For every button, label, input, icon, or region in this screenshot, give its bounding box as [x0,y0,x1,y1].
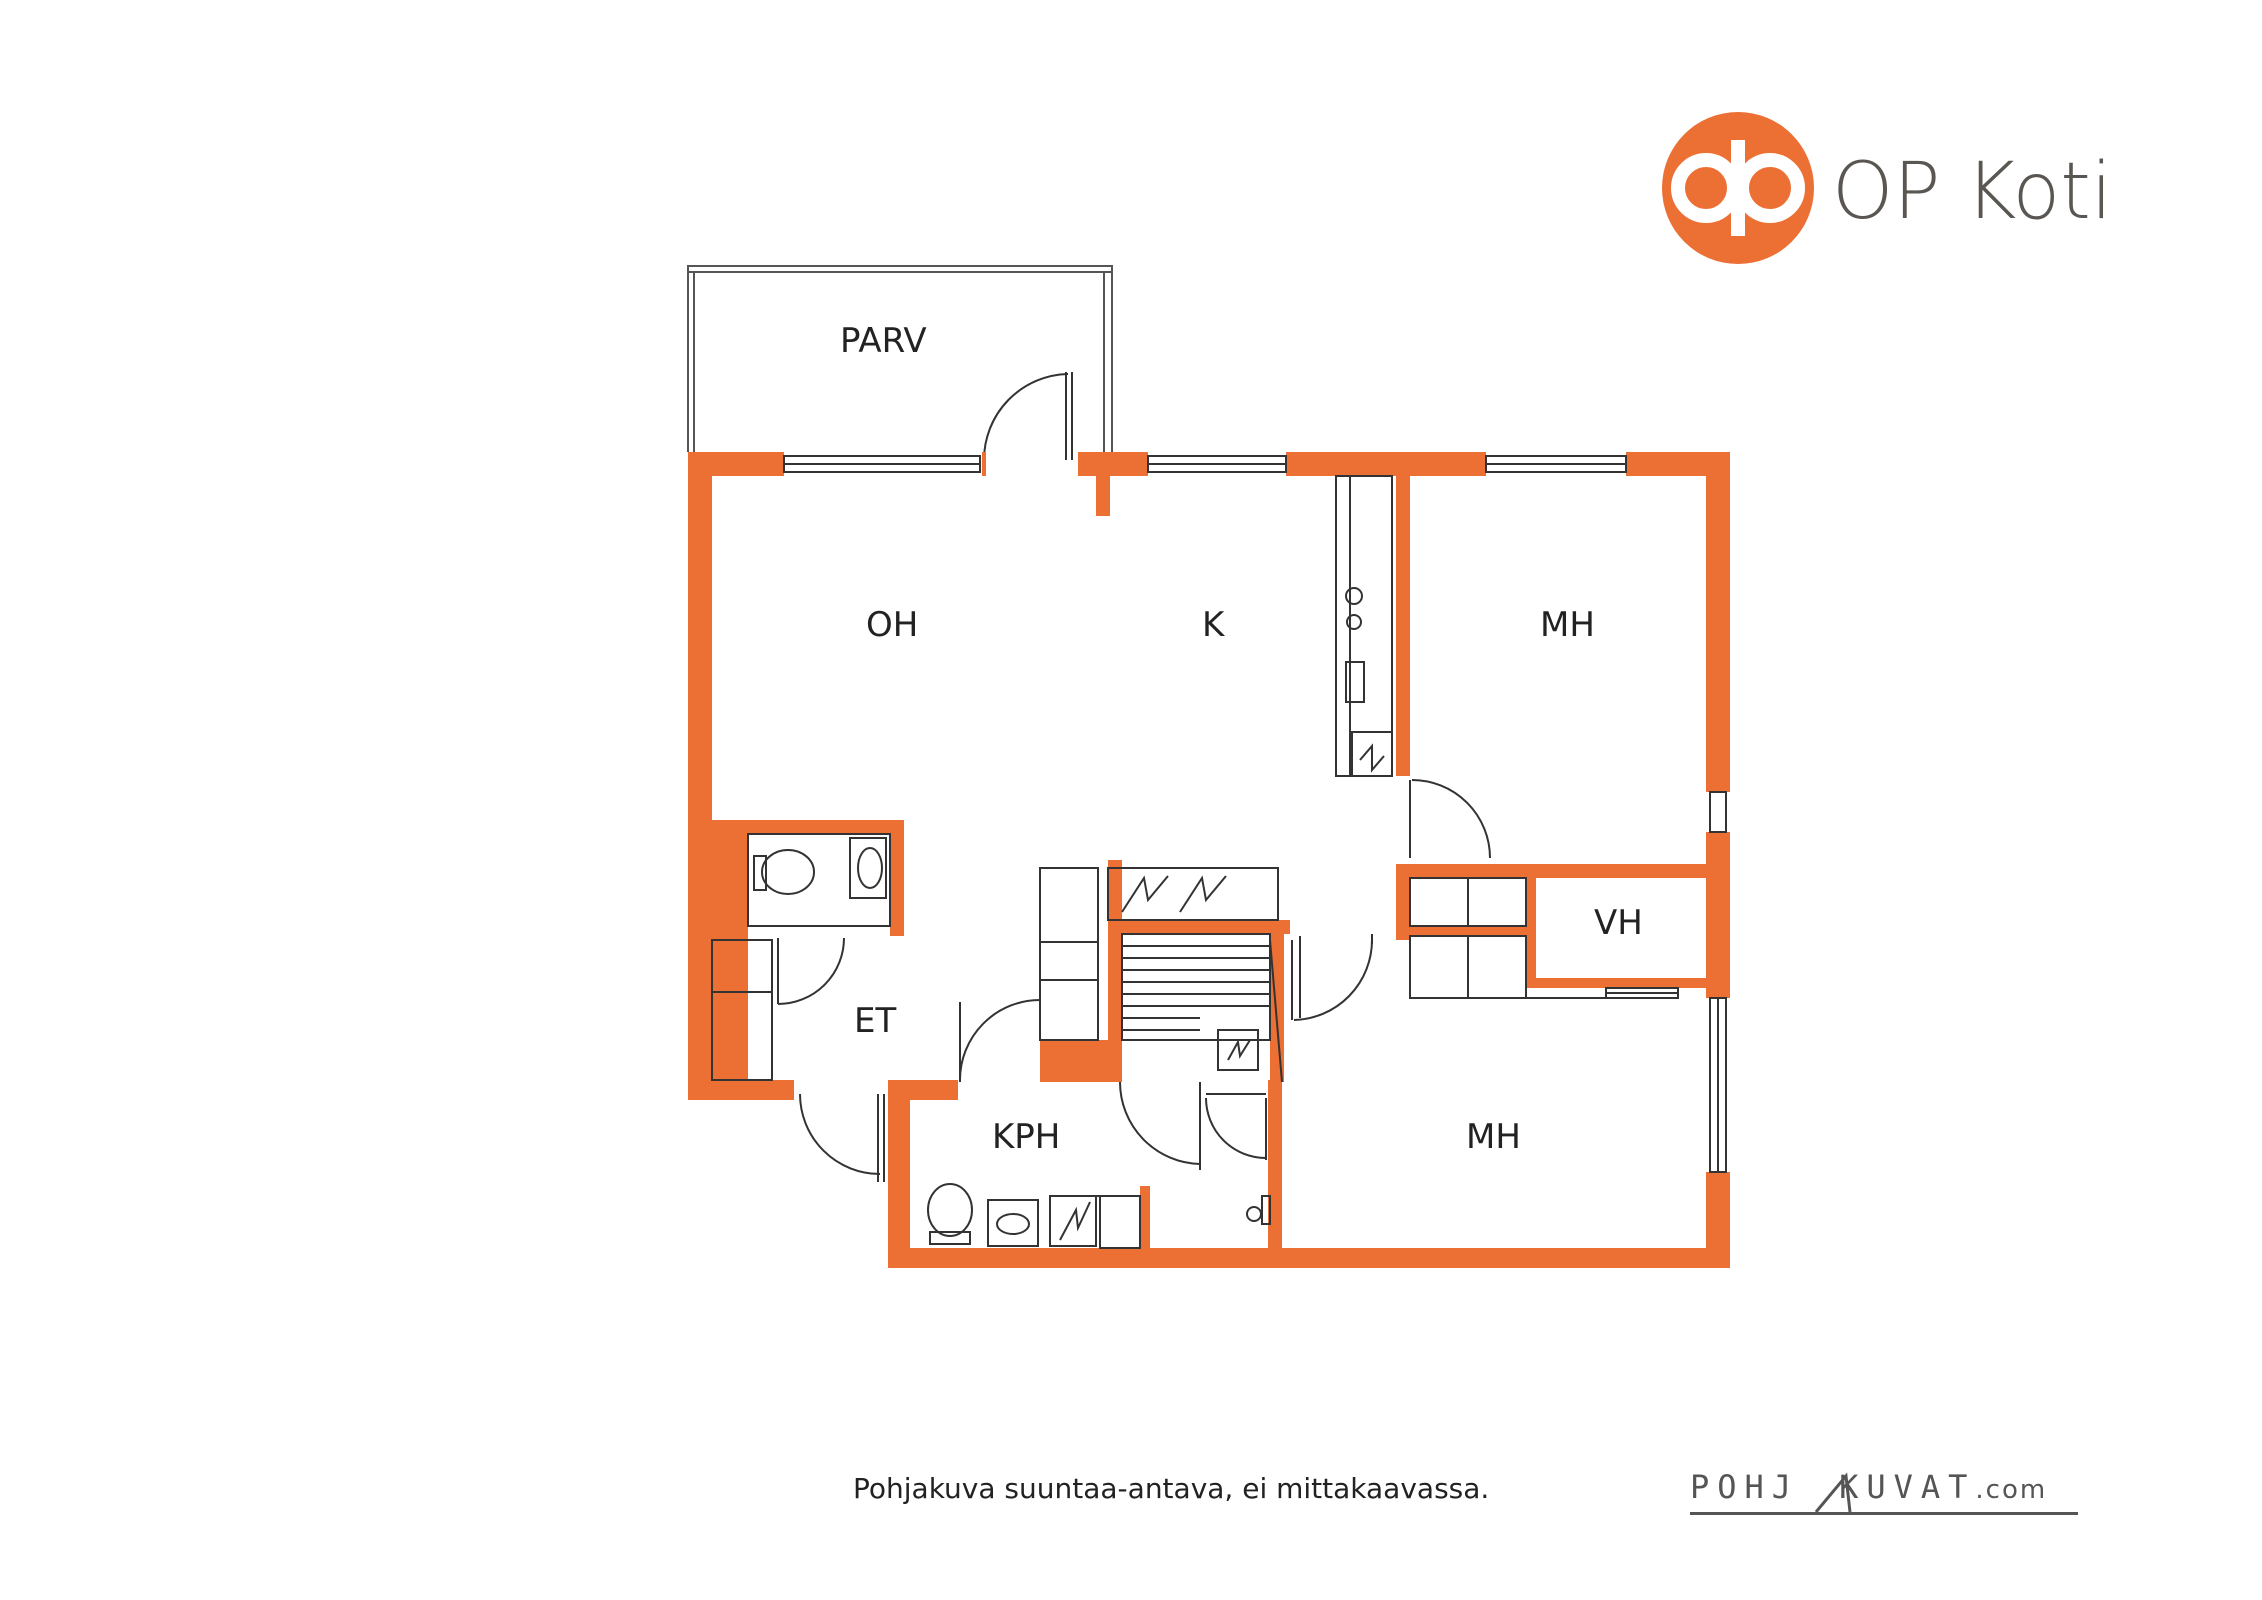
kph-door [959,999,1041,1082]
room-label-oh: OH [866,605,918,645]
credit-logo: POHJ KUVAT.com [1690,1468,2047,1506]
credit-right: KUVAT [1839,1468,1976,1506]
bedroom-top-door [1409,779,1491,859]
sauna [1121,933,1283,1083]
room-label-mh-bottom: MH [1466,1117,1521,1157]
entrance-door [799,1093,885,1182]
op-logo-icon [1662,112,1814,264]
credit-left: POHJ [1690,1468,1800,1506]
vh-door [1605,987,1679,999]
credit-suffix: .com [1975,1475,2048,1505]
bedroom-closets [1409,877,1606,999]
credit-mark-icon [1814,1472,1852,1513]
room-label-parv: PARV [840,321,927,361]
sauna-door [1291,934,1373,1021]
room-label-k: K [1202,605,1226,645]
kitchen-counter [1335,475,1393,777]
balcony [687,265,1113,452]
credit-underline [1690,1512,2078,1515]
room-label-vh: VH [1594,903,1643,943]
room-label-mh-top: MH [1540,605,1595,645]
kph-inner-doors [1119,1081,1271,1225]
exterior-walls [688,452,1730,1268]
interior-walls [748,476,1730,1248]
room-label-kph: KPH [992,1117,1060,1157]
disclaimer-text: Pohjakuva suuntaa-antava, ei mittakaavas… [853,1472,1490,1505]
balcony-door [983,372,1073,461]
brand-name: OP Koti [1832,147,2112,237]
bathroom [927,1183,1141,1249]
closets-middle [1039,867,1279,1041]
windows [783,455,1727,1173]
entry-closet [711,937,845,1081]
room-label-et: ET [854,1001,896,1041]
wc-small [747,833,891,927]
